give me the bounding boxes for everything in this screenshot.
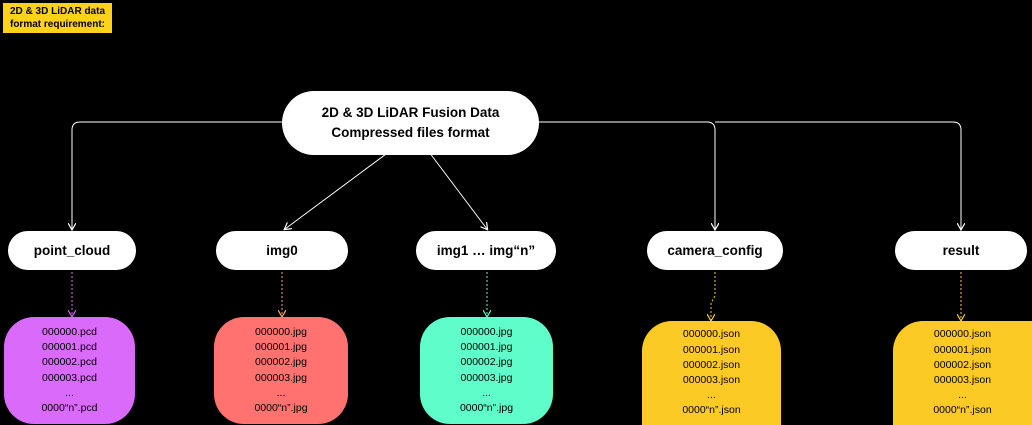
file-name: 000001.jpg [460,341,513,354]
file-name: ... [65,386,74,399]
file-name: 000001.json [682,343,741,356]
link-root-result [715,121,961,229]
file-name: 000002.json [682,358,741,371]
file-name: 000001.jpg [255,341,307,354]
file-name: 000003.jpg [460,371,513,384]
folder-node-point-cloud: point_cloud [8,231,136,270]
folder-label: point_cloud [33,243,111,258]
tag-line-2: format requirement: [9,19,105,30]
file-name: 000000.jpg [255,325,307,338]
file-name: 0000“n”.jpg [254,401,308,414]
file-name: ... [958,389,967,402]
folder-node-img0: img0 [216,231,348,270]
file-name: 000003.pcd [42,371,97,384]
folder-label: img0 [266,243,298,258]
root-title-line-2: Compressed files format [331,125,490,140]
file-name: 000003.json [933,374,992,386]
file-list-camera-config: 000000.json 000001.json 000002.json 0000… [642,321,781,425]
file-name: 000000.json [933,328,992,341]
file-name: ... [276,386,286,399]
folder-node-camera-config: camera_config [647,231,783,270]
file-name: 0000“n”.json [933,404,992,417]
link-root-camera-config [539,121,715,229]
file-name: 000003.json [682,374,741,386]
link-camera-config-files [711,272,716,320]
file-name: 0000“n”.pcd [41,401,98,414]
file-name: 0000“n”.jpg [459,401,514,414]
file-name: 000002.jpg [460,356,513,369]
file-list-result: 000000.json 000001.json 000002.json 0000… [893,321,1032,425]
folder-node-result: result [895,231,1027,270]
file-name: 0000“n”.json [682,404,741,417]
file-name: 000002.json [933,358,992,371]
file-name: ... [707,389,716,402]
file-list-point-cloud: 000000.pcd 000001.pcd 000002.pcd 000003.… [4,317,135,424]
file-list-img1-to-n: 000000.jpg 000001.jpg 000002.jpg 000003.… [420,317,553,424]
file-name: 000000.pcd [42,325,97,338]
file-name: 000000.json [682,328,741,341]
folder-label: camera_config [667,243,763,258]
file-name: 000002.jpg [255,356,307,369]
file-name: ... [482,386,491,399]
folder-node-img1-to-n: img1 … img“n” [416,231,556,270]
file-name: 000003.jpg [255,371,307,384]
root-title-line-1: 2D & 3D LiDAR Fusion Data [321,105,500,120]
file-name: 000002.pcd [42,356,97,369]
file-list-img0: 000000.jpg 000001.jpg 000002.jpg 000003.… [214,317,348,424]
tag-line-1: 2D & 3D LiDAR data [9,6,105,17]
folder-label: result [942,243,980,258]
file-name: 000001.json [933,343,992,356]
file-name: 000000.jpg [460,325,513,338]
file-name: 000001.pcd [42,341,97,354]
root-node: 2D & 3D LiDAR Fusion Data Compressed fil… [282,91,539,155]
link-root-point-cloud [72,121,282,229]
folder-label: img1 … img“n” [436,243,536,258]
format-requirement-tag: 2D & 3D LiDAR data format requirement: [3,3,112,33]
